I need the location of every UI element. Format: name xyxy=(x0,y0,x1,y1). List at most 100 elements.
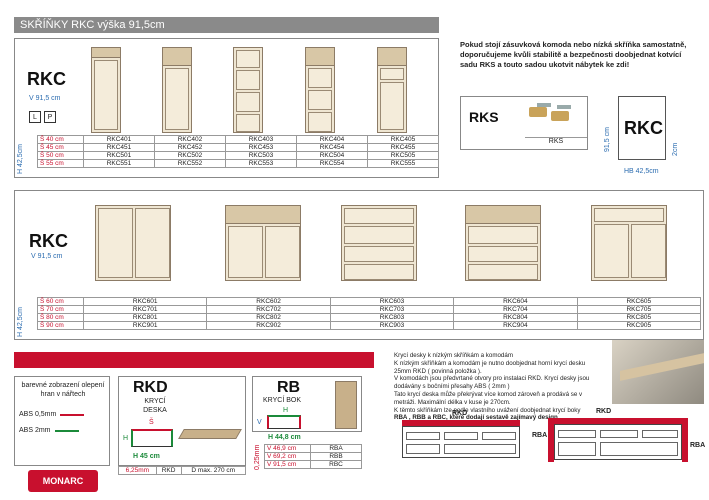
code-cell: RKC805 xyxy=(576,313,702,322)
table-row: Š 90 cm RKC901 RKC902 RKC903 RKC904 RKC9… xyxy=(37,321,702,330)
rkd-board-image xyxy=(178,429,242,439)
desc-line: V komodách jsou předvrtané otvory pro in… xyxy=(394,375,590,383)
code-cell: RKC804 xyxy=(453,313,578,322)
info-text: Pokud stojí zásuvková komoda nebo nízká … xyxy=(460,40,687,69)
width-cell: Š 40 cm xyxy=(37,135,84,144)
rb-dim: V 46,9 cm xyxy=(264,444,311,453)
code-cell: RKC402 xyxy=(154,135,226,144)
desc-line: 25mm RKD ( povinná položka ). xyxy=(394,367,482,375)
code-cell: RKC601 xyxy=(82,297,208,306)
section-header-cabinets: SKŘÍŇKY RKC výška 91,5cm xyxy=(14,17,439,33)
code-cell: RKC551 xyxy=(83,159,155,168)
rkd-plan-rect xyxy=(131,429,173,447)
rkd-s-label: Š xyxy=(149,419,154,426)
rkd-h-value: H 45 cm xyxy=(133,453,160,460)
code-cell: RKC905 xyxy=(576,321,702,330)
rkd-panel: RKD KRYCÍ DESKA Š H H 45 cm xyxy=(118,376,246,466)
width-cell: Š 90 cm xyxy=(37,321,84,330)
desc-line: dodávány s bočními přesahy ABS ( 2mm ) xyxy=(394,383,510,391)
sketch-label-rkd-2: RKD xyxy=(596,408,612,415)
cabinet-rkc-x03-wide xyxy=(341,205,417,281)
width-cell: Š 60 cm xyxy=(37,297,84,306)
panel-title: RKC xyxy=(27,69,66,89)
code-cell: RKC454 xyxy=(296,143,368,152)
table-row: V 46,9 cm RBA xyxy=(264,444,362,453)
code-cell: RKC554 xyxy=(296,159,368,168)
code-cell: RKC403 xyxy=(225,135,297,144)
lp-icons: L P xyxy=(29,111,56,123)
code-cell: RKC901 xyxy=(82,321,208,330)
width-cell: Š 80 cm xyxy=(37,313,84,322)
code-cell: RKC552 xyxy=(154,159,226,168)
right-door-icon: P xyxy=(44,111,56,123)
table-row: Š 50 cm RKC501 RKC502 RKC503 RKC504 RKC5… xyxy=(37,151,439,160)
code-cell: RKC453 xyxy=(225,143,297,152)
table-row: 6,25mm RKD D max. 270 cm xyxy=(118,466,246,475)
depth-label: H 42,5cm xyxy=(17,307,24,337)
desc-line: K nízkým skříňkám a komodám je nutno doo… xyxy=(394,359,586,367)
code-cell: RKC455 xyxy=(367,143,439,152)
height-label: V 91,5 cm xyxy=(29,95,61,102)
code-cell: RKC802 xyxy=(206,313,331,322)
code-cell: RKC605 xyxy=(576,297,702,306)
cabinet-rkc-x04 xyxy=(305,47,335,133)
left-door-icon: L xyxy=(29,111,41,123)
cabinet-rkc-x05-wide xyxy=(591,205,667,281)
table-row: Š 60 cm RKC601 RKC602 RKC603 RKC604 RKC6… xyxy=(37,297,702,306)
code-cell: RKC553 xyxy=(225,159,297,168)
code-cell: RKC801 xyxy=(82,313,208,322)
sketch-label-rkd-1: RKD xyxy=(452,410,468,417)
rb-dim: V 69,2 cm xyxy=(264,452,311,461)
side-gap-label: 2cm xyxy=(672,142,679,156)
code-cell: RKC604 xyxy=(453,297,578,306)
panel-title: RKC xyxy=(29,231,68,251)
code-cell: RKC602 xyxy=(206,297,331,306)
rkd-table: 6,25mm RKD D max. 270 cm xyxy=(118,466,246,475)
legend-label: ABS 0,5mm xyxy=(19,411,57,418)
cabinet-rkc-x03 xyxy=(233,47,263,133)
desc-line: Krycí desky k nízkým skříňkám a komodám xyxy=(394,352,513,359)
cabinet-rkc-x01-wide xyxy=(95,205,171,281)
rb-code: RBB xyxy=(310,452,362,461)
code-cell: RKC501 xyxy=(83,151,155,160)
cabinet-rkc-x02 xyxy=(162,47,192,133)
rb-dim: V 91,5 cm xyxy=(264,460,311,469)
code-cell: RKC904 xyxy=(453,321,578,330)
code-cell: RKC405 xyxy=(367,135,439,144)
rkd-thickness: 6,25mm xyxy=(118,466,157,475)
rb-plan-rect xyxy=(267,415,301,429)
edge-legend: barevné zobrazení olepení hran v nářtech… xyxy=(14,376,110,466)
desc-line: metráži. Maximální délka v kuse je 270cm… xyxy=(394,398,511,406)
rb-v-label: V xyxy=(257,419,262,426)
legend-item-thin: ABS 0,5mm xyxy=(19,411,85,418)
code-cell: RKC903 xyxy=(329,321,455,330)
rb-panel: RB KRYCÍ BOK H V xyxy=(252,376,362,432)
rkd-title: RKD xyxy=(133,379,168,396)
rkd-code: RKD xyxy=(155,466,182,475)
brand-name: MONARC xyxy=(42,476,84,486)
width-cell: Š 70 cm xyxy=(37,305,84,314)
cabinet-rkc-x04-wide xyxy=(465,205,541,281)
table-row: V 69,2 cm RBB xyxy=(264,452,362,461)
code-cell: RKC502 xyxy=(154,151,226,160)
code-cell: RKC702 xyxy=(206,305,331,314)
desc-line: RBA , RBB a RBC, které dodají sestavě za… xyxy=(394,414,560,422)
rks-title: RKS xyxy=(469,109,499,125)
rb-h-value: H 44,8 cm xyxy=(268,434,301,441)
code-cell: RKC505 xyxy=(367,151,439,160)
cabinet-rkc-x05 xyxy=(377,47,407,133)
side-height-label: 91,5 cm xyxy=(604,127,611,152)
legend-swatch-green xyxy=(54,429,79,432)
sketch-sideboard-1 xyxy=(402,420,520,460)
code-cell: RKC703 xyxy=(329,305,455,314)
rkd-subtitle: KRYCÍ DESKA xyxy=(143,398,167,414)
table-row: V 91,5 cm RBC xyxy=(264,460,362,469)
depth-label: H 42,5cm xyxy=(17,144,24,174)
table-row: Š 45 cm RKC451 RKC452 RKC453 RKC454 RKC4… xyxy=(37,143,439,152)
rb-table: V 46,9 cm RBA V 69,2 cm RBB V 91,5 cm RB… xyxy=(264,444,362,469)
rks-code: RKS xyxy=(525,137,587,145)
cabinet-rkc-x02-wide xyxy=(225,205,301,281)
rb-thickness: 0,25mm xyxy=(254,444,261,470)
section-header-covers: krycí desky a krycí boky xyxy=(14,352,374,368)
code-cell: RKC803 xyxy=(329,313,455,322)
